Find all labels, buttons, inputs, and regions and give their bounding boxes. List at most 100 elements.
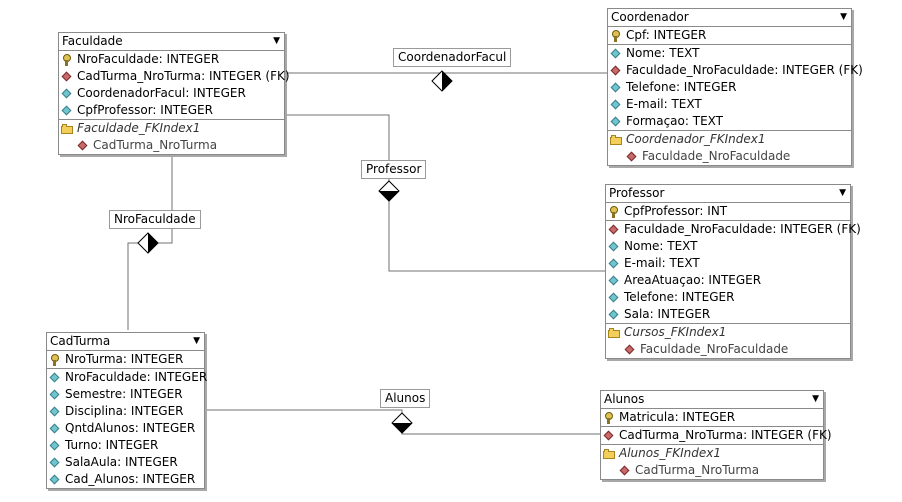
table-title: Professor xyxy=(609,186,665,200)
line-professor xyxy=(285,114,605,272)
table-coordenador[interactable]: Coordenador ▼ Cpf: INTEGER Nome: TEXT Fa… xyxy=(607,8,863,166)
table-faculdade[interactable]: Faculdade ▼ NroFaculdade: INTEGER CadTur… xyxy=(58,32,290,155)
column-row[interactable]: NroTurma: INTEGER xyxy=(47,351,204,368)
chevron-down-icon[interactable]: ▼ xyxy=(812,394,819,404)
column-row[interactable]: Disciplina: INTEGER xyxy=(47,403,204,420)
column-row[interactable]: Faculdade_NroFaculdade: INTEGER (FK) xyxy=(606,220,861,238)
column-label: Telefone: INTEGER xyxy=(626,80,737,94)
column-row[interactable]: Telefone: INTEGER xyxy=(608,79,851,96)
foreign-key-icon xyxy=(608,224,620,236)
column-row[interactable]: AreaAtuaçao: INTEGER xyxy=(606,272,850,289)
index-field-row[interactable]: Faculdade_NroFaculdade xyxy=(608,148,851,165)
column-row[interactable]: Sala: INTEGER xyxy=(606,306,850,323)
diamond-coordenador-facul xyxy=(431,70,453,92)
index-row[interactable]: Coordenador_FKIndex1 xyxy=(608,130,851,148)
foreign-key-icon xyxy=(624,344,636,356)
column-row[interactable]: CoordenadorFacul: INTEGER xyxy=(59,85,284,102)
column-label: Disciplina: INTEGER xyxy=(65,404,184,418)
column-row[interactable]: Turno: INTEGER xyxy=(47,437,204,454)
column-label: CpfProfessor: INT xyxy=(624,204,728,218)
relationship-label-coordenador-facul[interactable]: CoordenadorFacul xyxy=(393,48,512,67)
table-title: Coordenador xyxy=(611,10,689,24)
chevron-down-icon[interactable]: ▼ xyxy=(839,188,846,198)
column-row[interactable]: Nome: TEXT xyxy=(606,238,850,255)
attribute-icon xyxy=(49,372,61,384)
index-row[interactable]: Alunos_FKIndex1 xyxy=(601,444,823,462)
column-row[interactable]: E-mail: TEXT xyxy=(606,255,850,272)
column-row[interactable]: QntdAlunos: INTEGER xyxy=(47,420,204,437)
attribute-icon xyxy=(608,258,620,270)
table-professor[interactable]: Professor ▼ CpfProfessor: INT Faculdade_… xyxy=(605,184,861,359)
column-label: E-mail: TEXT xyxy=(624,256,700,270)
primary-key-icon xyxy=(61,53,73,66)
column-row[interactable]: CpfProfessor: INTEGER xyxy=(59,102,284,119)
column-label: NroFaculdade: INTEGER xyxy=(65,370,208,384)
attribute-icon xyxy=(608,309,620,321)
table-alunos[interactable]: Alunos ▼ Matricula: INTEGER CadTurma_Nro… xyxy=(600,390,832,480)
attribute-icon xyxy=(610,48,622,60)
diamond-nro-faculdade xyxy=(137,232,159,254)
relationship-label-nro-faculdade[interactable]: NroFaculdade xyxy=(109,210,201,229)
index-name: Faculdade_FKIndex1 xyxy=(77,121,201,135)
attribute-icon xyxy=(49,457,61,469)
index-field-row[interactable]: CadTurma_NroTurma xyxy=(601,462,823,479)
column-label: NroTurma: INTEGER xyxy=(65,352,184,366)
attribute-icon xyxy=(610,82,622,94)
column-label: CoordenadorFacul: INTEGER xyxy=(77,86,246,100)
table-cadturma[interactable]: CadTurma ▼ NroTurma: INTEGER NroFaculdad… xyxy=(46,332,208,489)
table-header[interactable]: CadTurma ▼ xyxy=(47,333,204,351)
table-header[interactable]: Professor ▼ xyxy=(606,185,850,203)
column-label: E-mail: TEXT xyxy=(626,97,702,111)
index-field: CadTurma_NroTurma xyxy=(635,463,760,477)
column-label: Turno: INTEGER xyxy=(65,438,159,452)
column-label: Formaçao: TEXT xyxy=(626,114,723,128)
attribute-icon xyxy=(61,105,73,117)
column-label: CadTurma_NroTurma: INTEGER (FK) xyxy=(77,69,290,83)
column-row[interactable]: Semestre: INTEGER xyxy=(47,386,204,403)
relationship-label-alunos[interactable]: Alunos xyxy=(380,389,431,408)
primary-key-icon xyxy=(608,205,620,218)
column-row[interactable]: CpfProfessor: INT xyxy=(606,203,850,220)
diamond-alunos xyxy=(391,412,413,434)
column-row[interactable]: Nome: TEXT xyxy=(608,44,851,62)
index-name: Cursos_FKIndex1 xyxy=(624,325,727,339)
index-field: Faculdade_NroFaculdade xyxy=(640,342,789,356)
index-field-row[interactable]: CadTurma_NroTurma xyxy=(59,137,284,154)
index-field-row[interactable]: Faculdade_NroFaculdade xyxy=(606,341,850,358)
diamond-professor xyxy=(378,180,400,202)
chevron-down-icon[interactable]: ▼ xyxy=(840,12,847,22)
foreign-key-icon xyxy=(619,465,631,477)
table-header[interactable]: Alunos ▼ xyxy=(601,391,823,409)
column-row[interactable]: CadTurma_NroTurma: INTEGER (FK) xyxy=(601,426,832,444)
primary-key-icon xyxy=(610,29,622,42)
column-row[interactable]: Faculdade_NroFaculdade: INTEGER (FK) xyxy=(608,62,863,79)
table-title: CadTurma xyxy=(50,334,111,348)
column-label: SalaAula: INTEGER xyxy=(65,455,178,469)
table-header[interactable]: Faculdade ▼ xyxy=(59,33,284,51)
relationship-label-professor[interactable]: Professor xyxy=(361,160,427,179)
table-header[interactable]: Coordenador ▼ xyxy=(608,9,851,27)
primary-key-icon xyxy=(603,411,615,424)
chevron-down-icon[interactable]: ▼ xyxy=(193,336,200,346)
foreign-key-icon xyxy=(61,71,73,83)
column-row[interactable]: Cad_Alunos: INTEGER xyxy=(47,471,204,488)
column-label: Nome: TEXT xyxy=(624,239,698,253)
column-row[interactable]: E-mail: TEXT xyxy=(608,96,851,113)
primary-key-icon xyxy=(49,353,61,366)
foreign-key-icon xyxy=(77,140,89,152)
column-row[interactable]: CadTurma_NroTurma: INTEGER (FK) xyxy=(59,68,290,85)
column-row[interactable]: Matricula: INTEGER xyxy=(601,409,823,426)
column-label: CadTurma_NroTurma: INTEGER (FK) xyxy=(619,428,832,442)
column-row[interactable]: NroFaculdade: INTEGER xyxy=(59,51,284,68)
column-row[interactable]: Telefone: INTEGER xyxy=(606,289,850,306)
index-row[interactable]: Cursos_FKIndex1 xyxy=(606,323,850,341)
column-label: QntdAlunos: INTEGER xyxy=(65,421,196,435)
chevron-down-icon[interactable]: ▼ xyxy=(273,36,280,46)
index-row[interactable]: Faculdade_FKIndex1 xyxy=(59,119,284,137)
column-row[interactable]: NroFaculdade: INTEGER xyxy=(47,368,208,386)
column-row[interactable]: Cpf: INTEGER xyxy=(608,27,851,44)
attribute-icon xyxy=(49,440,61,452)
attribute-icon xyxy=(49,406,61,418)
column-row[interactable]: SalaAula: INTEGER xyxy=(47,454,204,471)
column-row[interactable]: Formaçao: TEXT xyxy=(608,113,851,130)
